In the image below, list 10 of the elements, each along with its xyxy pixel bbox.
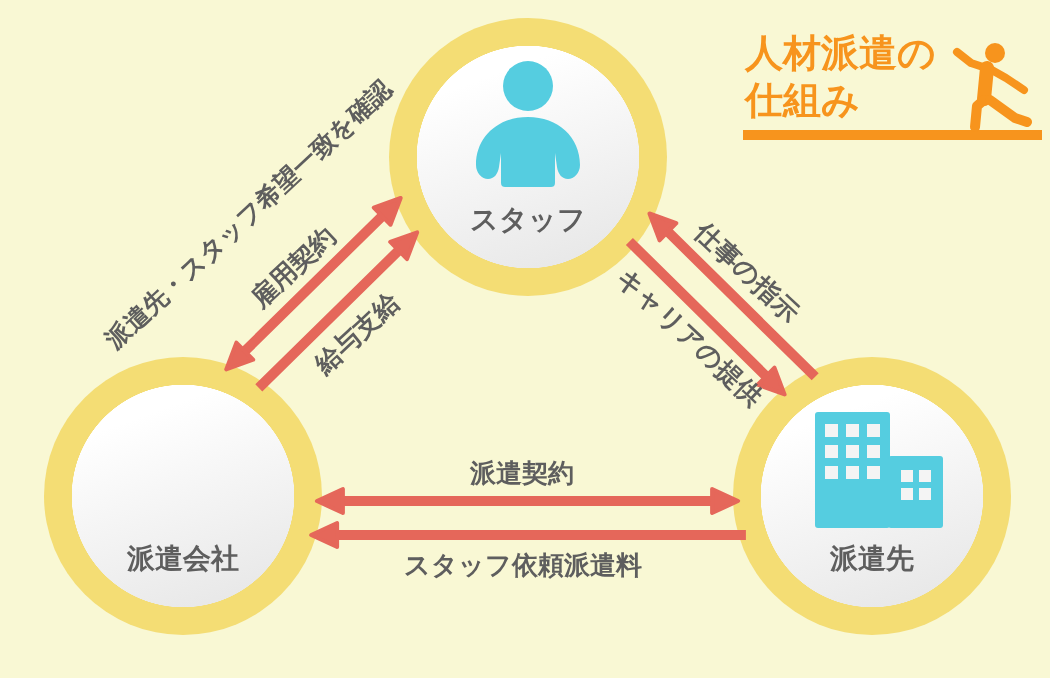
circle-label: 派遣会社	[126, 542, 240, 576]
edge-label: 派遣契約	[470, 458, 574, 488]
double-headed-arrow	[314, 487, 741, 515]
edge-label: 給与支給	[308, 286, 406, 380]
arrow	[644, 208, 819, 381]
edge-label: スタッフ依頼派遣料	[404, 550, 642, 580]
title: 人材派遣の仕組み	[745, 30, 937, 124]
circle-label: 派遣先	[829, 542, 915, 576]
circle-label: スタッフ	[469, 203, 587, 237]
arrow	[309, 521, 746, 549]
